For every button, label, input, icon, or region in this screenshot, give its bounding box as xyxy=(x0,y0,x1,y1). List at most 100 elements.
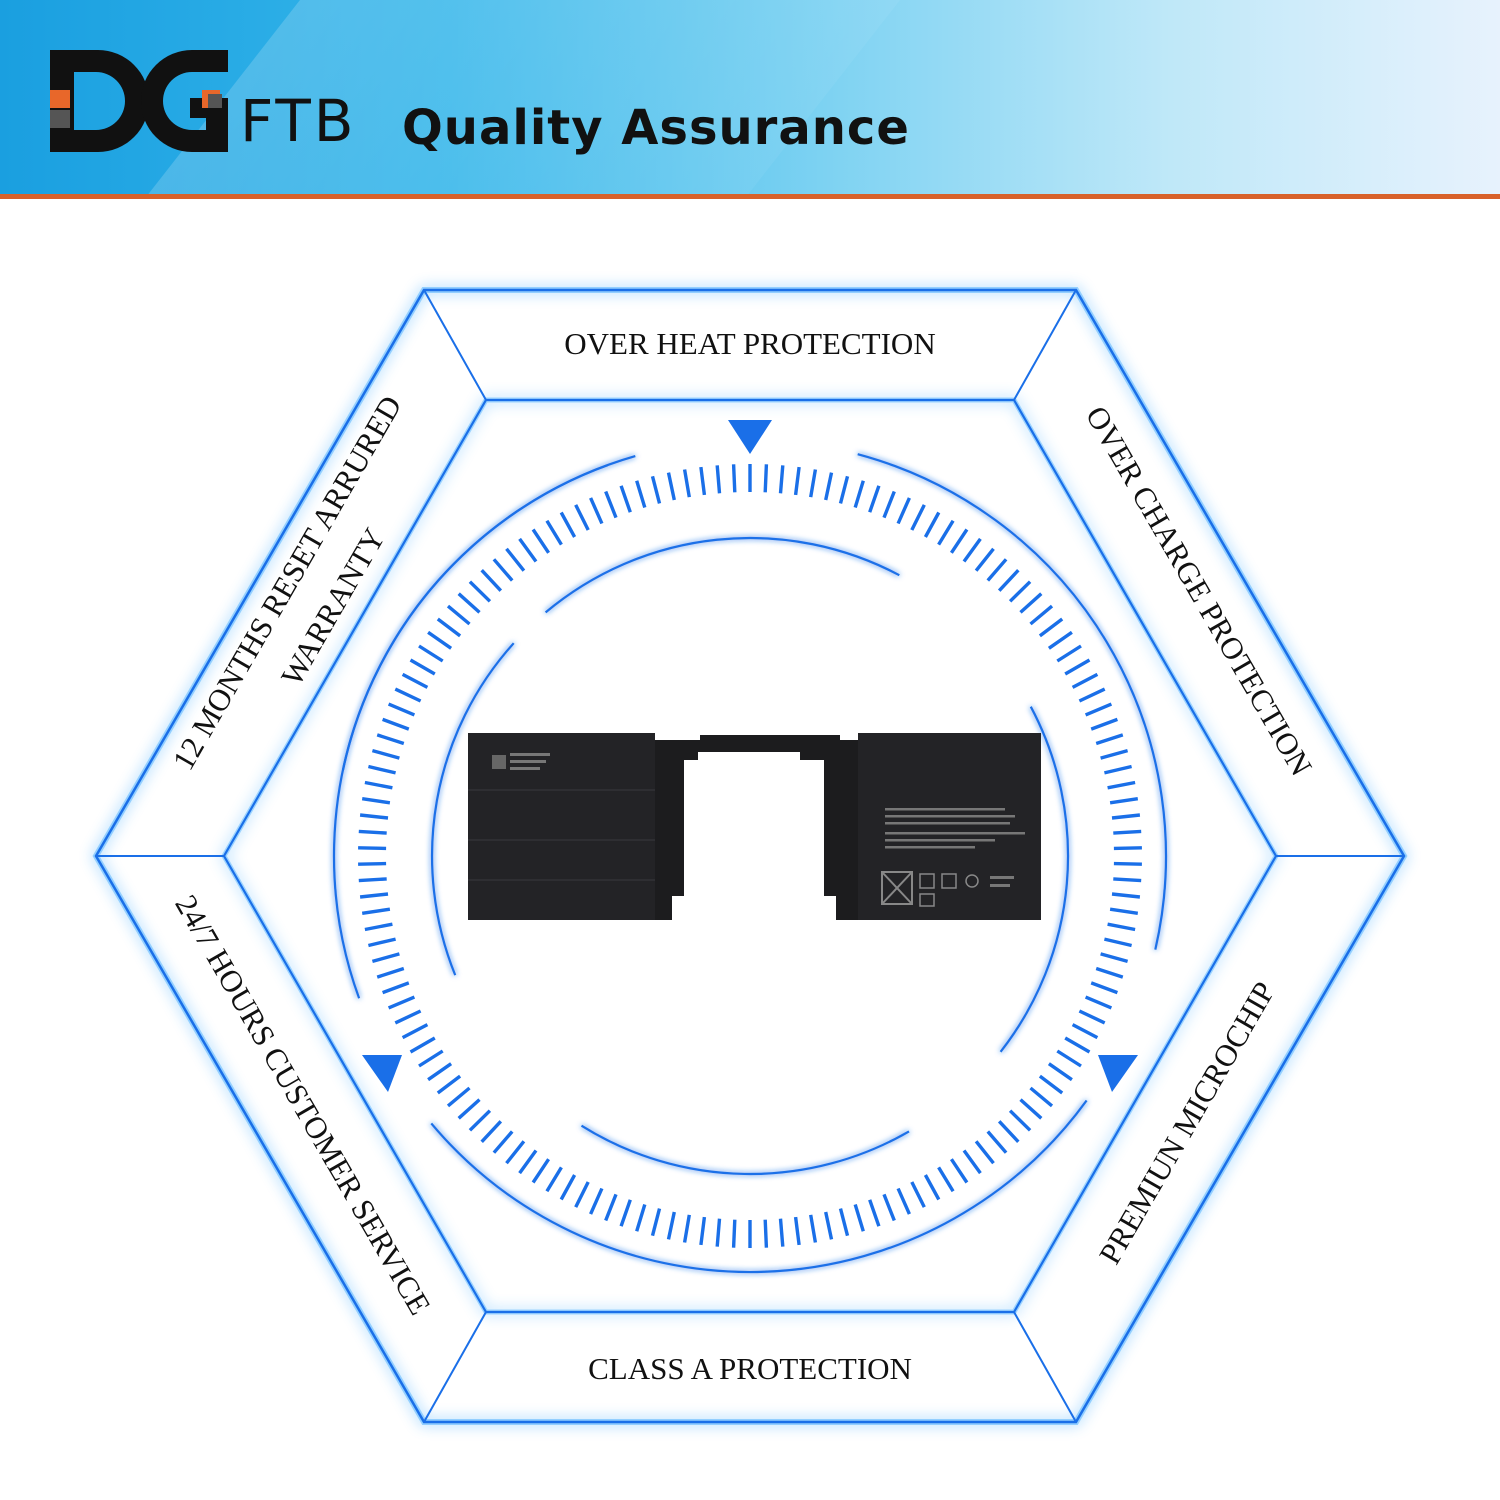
tick-mark xyxy=(1071,1023,1099,1040)
tick-mark xyxy=(937,1166,955,1193)
tick-ring xyxy=(358,464,1142,1248)
tick-mark xyxy=(1104,764,1132,775)
tick-mark xyxy=(368,937,396,948)
tick-mark xyxy=(949,1158,969,1184)
tick-mark xyxy=(853,480,865,508)
tick-mark xyxy=(853,1204,865,1232)
tick-mark xyxy=(731,464,737,493)
tick-mark xyxy=(589,497,604,525)
tick-mark xyxy=(882,490,896,519)
tick-mark xyxy=(359,892,389,899)
tick-mark xyxy=(361,797,391,805)
tick-mark xyxy=(436,1074,462,1095)
tick-mark xyxy=(1008,580,1032,603)
tick-mark xyxy=(838,475,850,504)
feature-top-label: OVER HEAT PROTECTION xyxy=(564,326,935,361)
tick-mark xyxy=(910,504,926,531)
tick-mark xyxy=(715,1218,722,1247)
tick-mark xyxy=(793,466,801,496)
tick-mark xyxy=(1078,687,1106,703)
tick-mark xyxy=(868,485,881,513)
tick-mark xyxy=(371,748,400,760)
tick-mark xyxy=(1100,952,1129,964)
tick-mark xyxy=(1078,1009,1106,1025)
tick-mark xyxy=(531,528,551,554)
tick-mark xyxy=(1029,1086,1054,1108)
tick-mark xyxy=(376,733,405,746)
tick-mark xyxy=(809,469,818,498)
tick-mark xyxy=(364,780,393,790)
tick-mark xyxy=(1064,1036,1091,1054)
tick-mark xyxy=(409,1036,436,1054)
tick-mark xyxy=(1056,1049,1082,1068)
tick-mark xyxy=(382,981,410,995)
tick-mark xyxy=(715,465,722,494)
tick-mark xyxy=(619,1199,632,1227)
tick-mark xyxy=(1109,907,1139,915)
tick-mark xyxy=(446,1086,471,1108)
tick-mark xyxy=(1113,877,1142,883)
tick-mark xyxy=(974,547,995,572)
tick-mark xyxy=(763,464,769,493)
tick-mark xyxy=(778,465,785,494)
tick-mark xyxy=(364,922,393,932)
tick-mark xyxy=(635,1204,647,1232)
tick-mark xyxy=(793,1216,801,1246)
tick-mark xyxy=(1084,995,1113,1010)
outer-ring-arcs xyxy=(332,453,1168,1274)
tick-mark xyxy=(545,519,563,546)
tick-mark xyxy=(1111,813,1141,820)
tick-mark xyxy=(531,1158,551,1184)
tick-mark xyxy=(446,604,471,626)
tick-mark xyxy=(492,1130,514,1154)
tick-mark xyxy=(949,528,969,554)
tick-mark xyxy=(824,1211,834,1240)
tick-mark xyxy=(387,702,416,717)
header-banner xyxy=(0,0,1500,196)
tick-mark xyxy=(1090,717,1118,731)
tick-mark xyxy=(574,504,590,531)
tick-mark xyxy=(1113,861,1142,866)
tick-mark xyxy=(382,717,410,731)
header-underline xyxy=(0,194,1500,199)
tick-mark xyxy=(371,952,400,964)
tick-mark xyxy=(635,480,647,508)
tick-mark xyxy=(1047,630,1073,650)
tick-mark xyxy=(589,1187,604,1215)
tick-mark xyxy=(838,1208,850,1237)
tick-mark xyxy=(505,547,526,572)
tick-mark xyxy=(1038,1074,1064,1095)
tick-mark xyxy=(896,1187,911,1215)
tick-mark xyxy=(480,569,503,592)
outer-hexagon xyxy=(92,287,1408,1425)
tick-mark xyxy=(358,861,387,866)
tick-mark xyxy=(923,511,941,538)
tick-mark xyxy=(1047,1062,1073,1082)
tick-mark xyxy=(1064,658,1091,676)
tick-mark xyxy=(1090,981,1118,995)
tick-mark xyxy=(868,1199,881,1227)
tick-mark xyxy=(824,472,834,501)
tick-mark xyxy=(1107,922,1136,932)
tick-mark xyxy=(394,687,422,703)
tick-mark xyxy=(401,672,429,689)
hexagon-connectors xyxy=(96,289,1404,1423)
tick-mark xyxy=(699,466,707,496)
tick-mark xyxy=(682,1214,691,1243)
tick-mark xyxy=(986,558,1008,582)
tick-mark xyxy=(427,630,453,650)
outer-arc-segment xyxy=(342,455,636,770)
tick-mark xyxy=(1095,966,1124,979)
tick-mark xyxy=(1008,1109,1032,1132)
tick-mark xyxy=(480,1120,503,1143)
tick-mark xyxy=(418,644,444,663)
tick-mark xyxy=(418,1049,444,1068)
tick-mark xyxy=(574,1181,590,1208)
tick-mark xyxy=(457,1098,481,1120)
tick-mark xyxy=(457,592,481,614)
tick-mark xyxy=(619,485,632,513)
feature-bottom-label: CLASS A PROTECTION xyxy=(588,1351,912,1386)
tick-mark xyxy=(1113,829,1142,835)
tick-mark xyxy=(409,658,436,676)
